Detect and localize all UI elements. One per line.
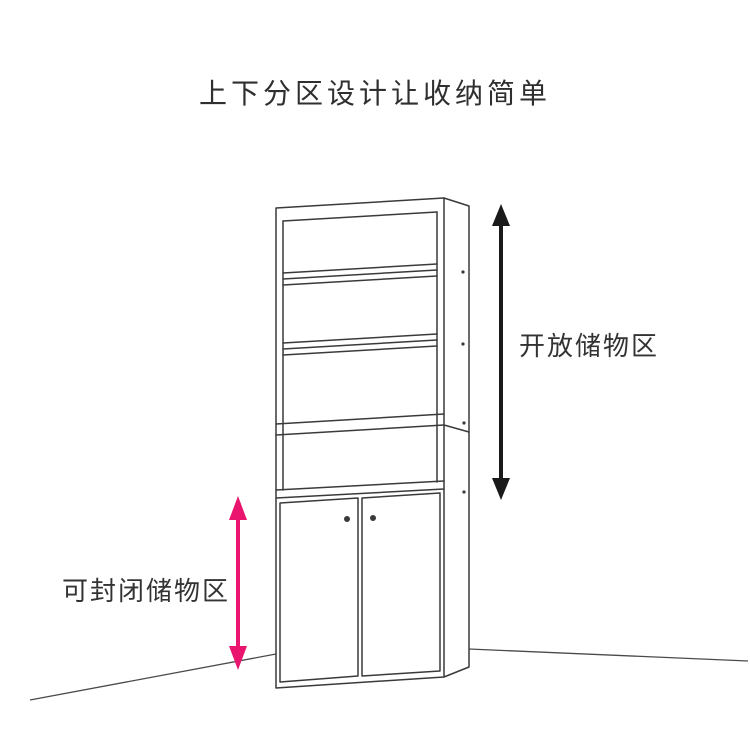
interior-top-edge [282, 211, 438, 222]
open-storage-arrow [492, 204, 510, 500]
door-right [361, 492, 441, 677]
lower-shelf-line [275, 488, 445, 499]
shelf-line [282, 345, 438, 356]
cabinet-side-face [443, 197, 470, 678]
arrow-head-down-icon [492, 478, 510, 500]
side-pin-mark [461, 270, 465, 274]
arrow-head-up-icon [492, 204, 510, 226]
arrow-head-down-icon [229, 646, 247, 670]
shelf-line [282, 263, 438, 274]
shelf-line [282, 339, 438, 350]
door-knob-right [370, 515, 376, 521]
shelf-line [282, 275, 438, 286]
shelf-line [282, 269, 438, 280]
arrow-head-up-icon [229, 496, 247, 520]
closed-storage-label: 可封闭储物区 [62, 576, 231, 606]
open-storage-label: 开放储物区 [519, 331, 660, 361]
floor-line-right [468, 648, 749, 662]
door-left [279, 497, 359, 683]
closed-storage-arrow [229, 496, 247, 670]
side-pin-mark [461, 342, 465, 346]
cabinet-drawing [275, 197, 470, 689]
door-knob-left [344, 516, 350, 522]
page-title: 上下分区设计让收纳简单 [198, 78, 551, 109]
side-pin-mark [462, 490, 466, 494]
shelf-line [282, 333, 438, 344]
lower-shelf-line [275, 480, 445, 491]
unit-divider-side-line [443, 424, 470, 433]
side-pin-mark [462, 421, 466, 425]
unit-divider-line [275, 413, 445, 425]
unit-divider-line [275, 424, 445, 436]
